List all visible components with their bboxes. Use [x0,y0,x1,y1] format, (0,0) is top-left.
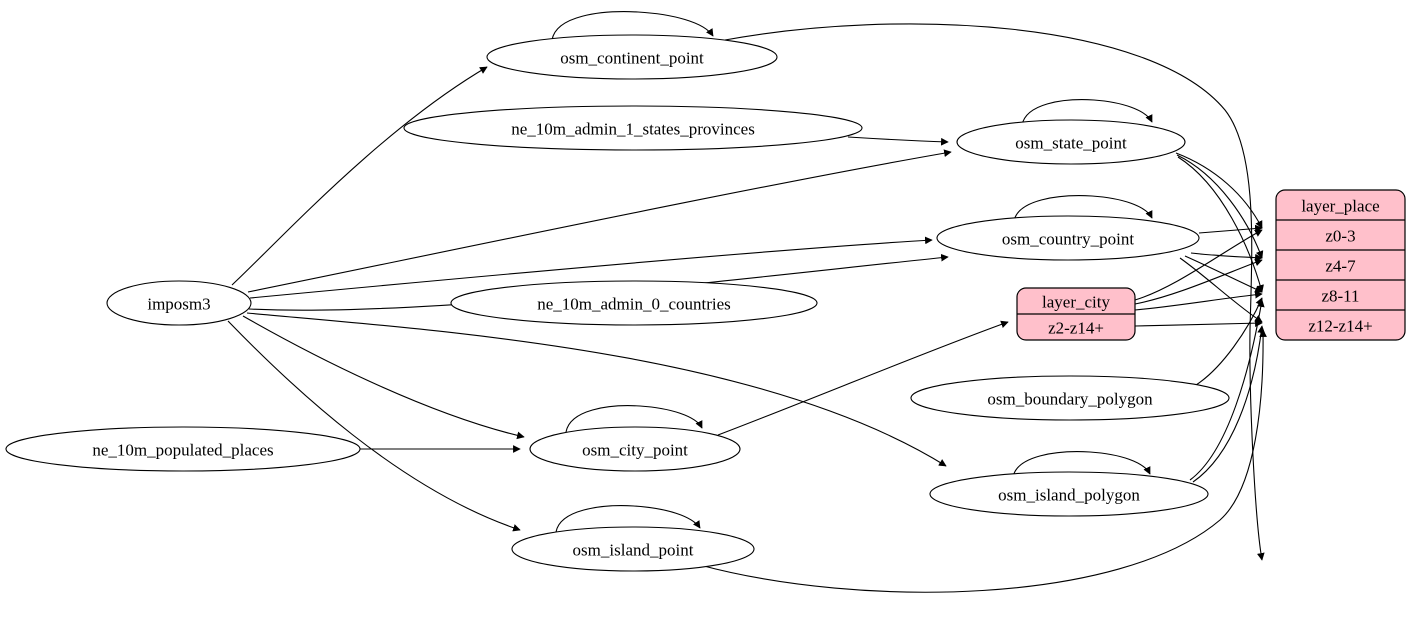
edge-layer_city-to-layer_place_z03 [1134,229,1263,301]
edge-osm_state_point-to-layer_place_z811 [1177,156,1264,293]
node-shape-osm_island_polygon [929,471,1209,517]
node-shape-osm_island_point [511,526,755,572]
edge-osm_island_polygon-to-layer_place_z1214 [1192,325,1265,483]
edge-osm_boundary_polygon-to-layer_place_z811 [1195,297,1263,386]
self-loop-osm_island_polygon [1012,451,1151,478]
node-shape-osm_continent_point [486,34,778,80]
node-osm_island_point[interactable]: osm_island_point [511,526,755,572]
node-osm_continent_point[interactable]: osm_continent_point [486,34,778,80]
node-shape-ne_10m_admin_1_states_provinces [403,105,863,151]
edge-osm_island_polygon-to-layer_place_z811 [1189,299,1265,481]
self-loop-osm_country_point [1013,195,1153,222]
self-loop-osm_island_point [555,505,701,533]
node-osm_state_point[interactable]: osm_state_point [956,119,1186,165]
edge-osm_country_point-to-layer_place_z47 [1190,252,1263,262]
node-osm_city_point[interactable]: osm_city_point [529,426,741,472]
edge-osm_country_point-to-layer_place_z03 [1198,224,1263,234]
edge-osm_island_point-to-layer_place_z1214 [699,329,1267,593]
record-box-layer_place [1275,189,1406,341]
edge-ne_10m_admin_1_states_provinces-to-osm_state_point [847,136,949,146]
edge-imposm3-to-osm_island_polygon [246,312,947,467]
node-ne_10m_admin_0_countries[interactable]: ne_10m_admin_0_countries [450,280,818,326]
self-loop-osm_continent_point [551,11,714,41]
node-imposm3[interactable]: imposm3 [106,280,252,326]
node-shape-osm_boundary_polygon [910,375,1230,421]
node-shape-osm_country_point [936,215,1200,261]
edge-osm_country_point-to-layer_place_z1214 [1179,257,1263,323]
node-shape-osm_city_point [529,426,741,472]
node-osm_island_polygon[interactable]: osm_island_polygon [929,471,1209,517]
self-loop-osm_city_point [565,405,703,433]
edge-layer_city-to-layer_place_z1214 [1134,319,1263,328]
node-shape-imposm3 [106,280,252,326]
edge-imposm3-to-osm_city_point [242,315,525,440]
edge-osm_country_point-to-layer_place_z811 [1184,255,1263,293]
edge-layer_city-to-layer_place_z47 [1134,258,1263,305]
edge-osm_continent_point-to-layer_place [724,23,1265,561]
edge-imposm3-to-osm_continent_point [231,66,488,286]
node-osm_boundary_polygon[interactable]: osm_boundary_polygon [910,375,1230,421]
node-shape-osm_state_point [956,119,1186,165]
edge-osm_state_point-to-layer_place_z47 [1176,154,1264,259]
edge-imposm3-to-osm_island_point [227,320,521,532]
self-loops-layer [551,11,1153,533]
edge-layer_city-to-layer_place_z811 [1134,290,1263,311]
node-shape-ne_10m_populated_places [5,426,361,472]
edge-osm_state_point-to-layer_place_z03 [1175,152,1263,229]
node-shape-ne_10m_admin_0_countries [450,280,818,326]
node-osm_country_point[interactable]: osm_country_point [936,215,1200,261]
self-loop-osm_state_point [1021,99,1153,126]
edge-osm_city_point-to-layer_city [717,320,1009,436]
edge-imposm3-to-osm_state_point [247,149,952,293]
node-ne_10m_admin_1_states_provinces[interactable]: ne_10m_admin_1_states_provinces [403,105,863,151]
edge-imposm3-to-osm_country_point [249,236,933,299]
edges-layer [227,23,1267,593]
node-ne_10m_populated_places[interactable]: ne_10m_populated_places [5,426,361,472]
